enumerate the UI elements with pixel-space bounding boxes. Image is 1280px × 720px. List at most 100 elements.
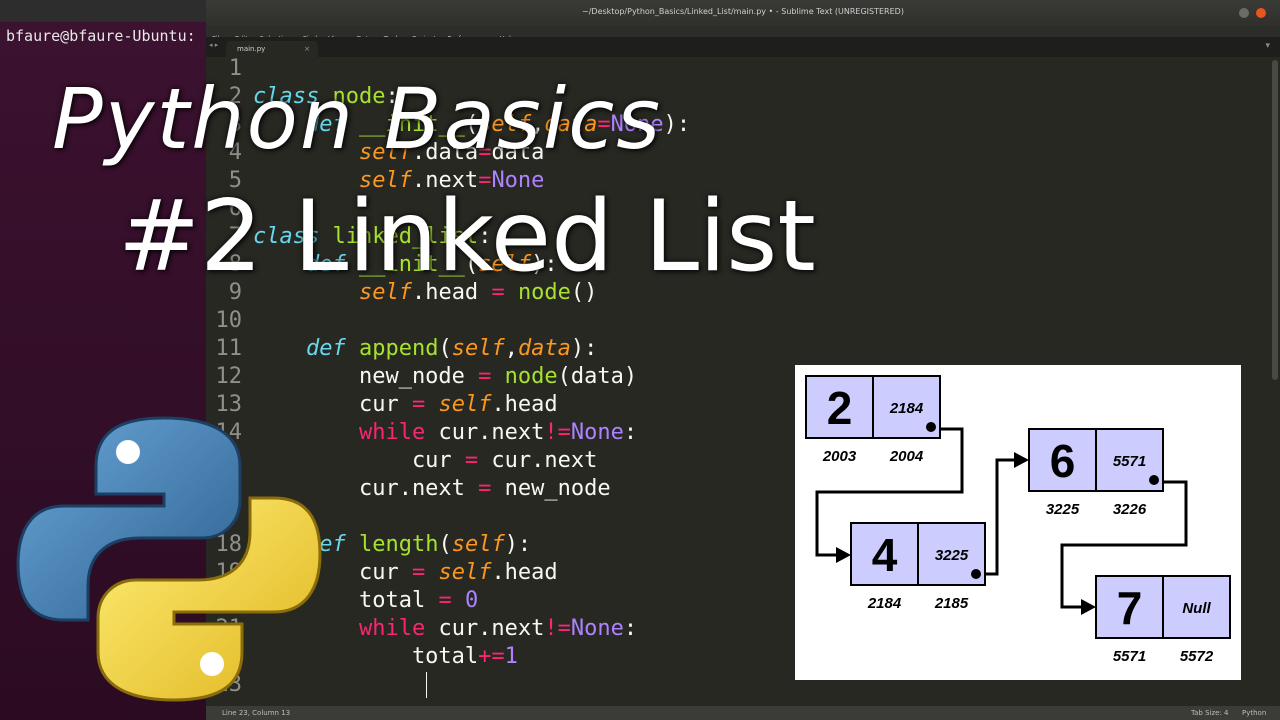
code-token: cur bbox=[253, 560, 412, 585]
code-line[interactable]: 11 def append(self,data): bbox=[206, 335, 1280, 363]
code-token: self bbox=[358, 140, 412, 165]
code-token: cur.next bbox=[425, 616, 545, 641]
code-line[interactable]: 9 self.head = node() bbox=[206, 279, 1280, 307]
node-pointer-address: 2004 bbox=[889, 448, 924, 465]
code-token: node bbox=[517, 280, 571, 305]
code-text: while cur.next!=None: bbox=[253, 419, 637, 447]
text-cursor bbox=[426, 672, 427, 698]
python-logo-blue-eye bbox=[116, 440, 140, 464]
pointer-dot-icon bbox=[1149, 475, 1159, 485]
status-language[interactable]: Python bbox=[1242, 709, 1267, 717]
code-token: __init__ bbox=[358, 252, 465, 277]
arrow-head-icon bbox=[836, 547, 851, 563]
node-value-box bbox=[850, 522, 919, 586]
code-token: = bbox=[478, 168, 492, 193]
code-token: def bbox=[305, 252, 359, 277]
python-logo-blue-snake bbox=[16, 416, 242, 622]
code-text: cur = self.head bbox=[253, 559, 558, 587]
code-token: : bbox=[623, 420, 638, 445]
code-token: class bbox=[253, 224, 333, 249]
code-token bbox=[452, 588, 465, 613]
code-line[interactable]: 1 bbox=[206, 55, 1280, 83]
code-token: cur.next bbox=[253, 476, 479, 501]
code-token: .head bbox=[491, 560, 558, 585]
code-text: class node: bbox=[253, 83, 399, 111]
node-pointer-label: 5571 bbox=[1113, 453, 1146, 470]
code-token: cur.next bbox=[478, 448, 598, 473]
node-value-box bbox=[1095, 575, 1164, 639]
node-pointer-address: 2185 bbox=[934, 595, 969, 612]
code-line[interactable]: 8 def __init__(self): bbox=[206, 251, 1280, 279]
code-line[interactable]: 5 self.next=None bbox=[206, 167, 1280, 195]
tab-label: main.py bbox=[237, 45, 266, 53]
code-token: = bbox=[478, 476, 492, 501]
status-cursor-position: Line 23, Column 13 bbox=[222, 709, 291, 717]
code-token: ( bbox=[438, 336, 452, 361]
tab-nav-arrows-icon[interactable]: ◂ ▸ bbox=[209, 41, 219, 49]
arrow-head-icon bbox=[1081, 599, 1096, 615]
code-token: length bbox=[358, 532, 439, 557]
code-token: = bbox=[478, 140, 492, 165]
line-number: 13 bbox=[215, 392, 243, 417]
tab-list-icon[interactable]: ▾ bbox=[1265, 41, 1270, 51]
code-token: .head bbox=[411, 280, 492, 305]
code-token: self bbox=[451, 336, 505, 361]
code-token: ): bbox=[570, 336, 598, 361]
line-number: 9 bbox=[228, 280, 242, 305]
video-title: Python Basics bbox=[52, 70, 663, 168]
node-value-label: 2 bbox=[827, 382, 853, 434]
close-button[interactable] bbox=[1256, 8, 1266, 18]
code-token: = bbox=[411, 560, 426, 585]
code-token: ( bbox=[464, 252, 479, 277]
node-pointer-label: 3225 bbox=[935, 547, 969, 564]
code-token: != bbox=[544, 420, 571, 445]
tab-close-icon[interactable]: × bbox=[304, 45, 310, 53]
code-token: node bbox=[504, 364, 558, 389]
code-line[interactable]: 21 while cur.next!=None: bbox=[206, 615, 1280, 643]
code-token: def bbox=[305, 336, 359, 361]
node-value-address: 2184 bbox=[867, 595, 902, 612]
code-token: self bbox=[358, 168, 412, 193]
code-token: self bbox=[478, 252, 532, 277]
code-token: ): bbox=[531, 252, 558, 277]
code-token: data bbox=[491, 140, 545, 165]
code-text: self.next=None bbox=[253, 167, 544, 195]
python-logo-yellow-eye bbox=[200, 652, 224, 676]
status-tab-size[interactable]: Tab Size: 4 bbox=[1191, 709, 1229, 717]
code-token: : bbox=[385, 84, 399, 109]
code-text: total = 0 bbox=[253, 587, 478, 615]
code-line[interactable]: 12 new_node = node(data) bbox=[206, 363, 1280, 391]
line-number: 18 bbox=[215, 532, 243, 557]
node-value-address: 5571 bbox=[1113, 648, 1146, 665]
node-pointer-address: 3226 bbox=[1113, 501, 1147, 518]
code-line[interactable]: 10 bbox=[206, 307, 1280, 335]
code-token bbox=[491, 364, 504, 389]
window-titlebar[interactable]: ~/Desktop/Python_Basics/Linked_List/main… bbox=[206, 0, 1280, 26]
scrollbar-thumb[interactable] bbox=[1272, 60, 1278, 380]
code-token: = bbox=[411, 392, 426, 417]
code-token: = bbox=[597, 112, 611, 137]
tab-main-py[interactable]: main.py × bbox=[226, 41, 318, 57]
code-line[interactable]: 4 self.data=data bbox=[206, 139, 1280, 167]
line-number: 4 bbox=[228, 140, 242, 165]
node-value-label: 7 bbox=[1117, 582, 1143, 634]
arrow-head-icon bbox=[1014, 452, 1029, 468]
terminal-titlebar bbox=[0, 0, 210, 22]
code-token: while bbox=[358, 420, 426, 445]
node-pointer-address: 5572 bbox=[1180, 648, 1214, 665]
code-token: .head bbox=[491, 392, 558, 417]
code-line[interactable]: 13 cur = self.head bbox=[206, 391, 1280, 419]
node-value-box bbox=[805, 375, 874, 439]
code-line[interactable]: 3 def __init__(self,data=None): bbox=[206, 111, 1280, 139]
minimize-button[interactable] bbox=[1239, 8, 1249, 18]
code-line[interactable]: 6 bbox=[206, 195, 1280, 223]
code-token: , bbox=[504, 336, 518, 361]
node-pointer-label: 2184 bbox=[889, 400, 924, 417]
code-token: ): bbox=[504, 532, 532, 557]
code-token: : bbox=[478, 224, 492, 249]
